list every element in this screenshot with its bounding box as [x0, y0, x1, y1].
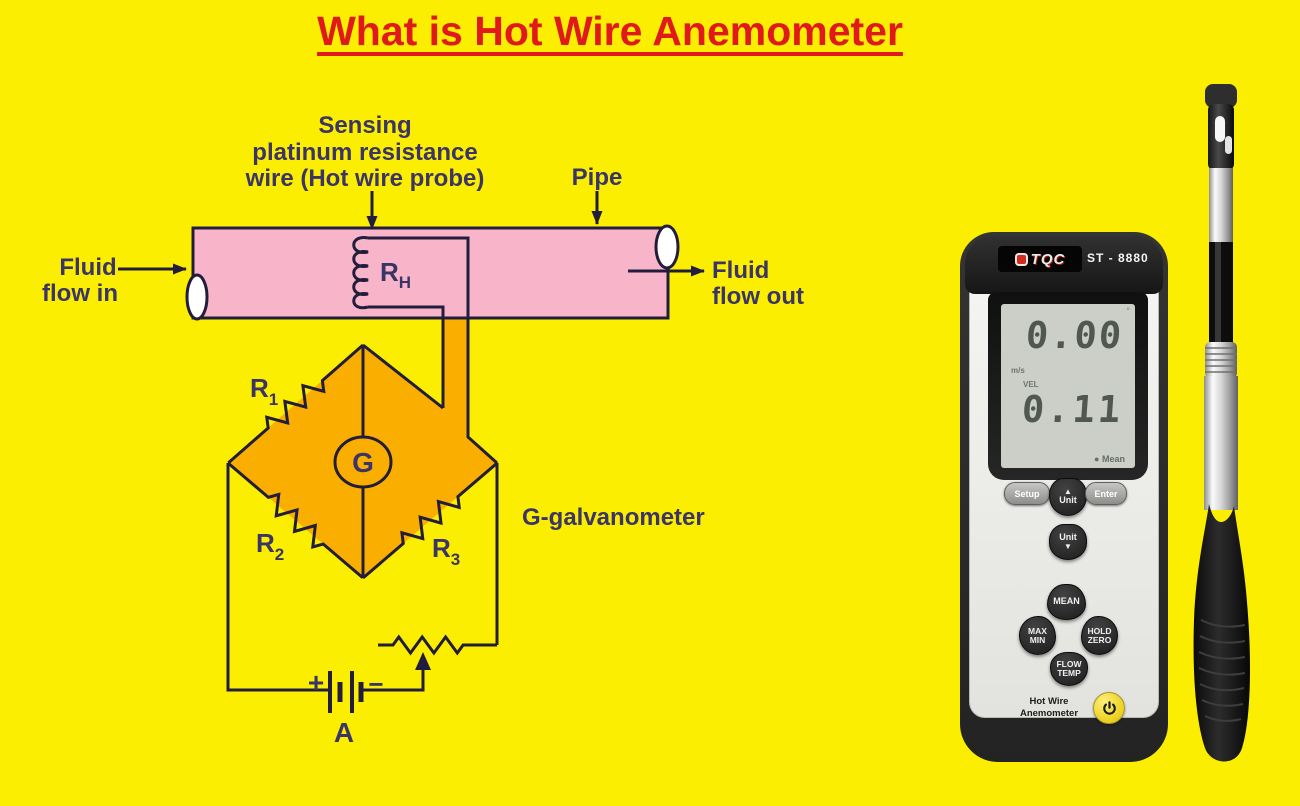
fluid-out-label-line1: Fluid [712, 257, 769, 284]
pipe-label: Pipe [572, 164, 623, 191]
lcd-bezel: ° 0.00 m/s VEL 0.11 ● Mean [988, 292, 1148, 480]
resistor-r3 [362, 461, 499, 580]
hot-wire-resistor-label: RH [380, 257, 411, 292]
probe-tip-cap [1205, 84, 1237, 108]
probe-sensor-window [1215, 116, 1225, 142]
setup-button: Setup [1004, 482, 1050, 505]
probe-black-highlight [1215, 242, 1221, 344]
lcd-secondary-value: 0.11 [1020, 388, 1125, 431]
anemometer-device: TQC ST - 8880 ° 0.00 m/s VEL 0.11 ● Mean… [960, 232, 1168, 762]
battery-plus-sign: + [308, 667, 324, 698]
wire-coil-top [368, 236, 499, 465]
lcd-degree-mark: ° [1126, 306, 1130, 316]
lcd-unit: m/s [1011, 366, 1025, 375]
wire-coil-bottom [368, 305, 445, 408]
galvanometer-symbol: G [352, 447, 374, 478]
rheostat-wiper-arrow [415, 652, 431, 670]
model-number: ST - 8880 [1087, 251, 1149, 265]
flow-temp-button: FLOW TEMP [1050, 652, 1088, 686]
resistor-r1 [227, 343, 364, 465]
sensing-label-line3: wire (Hot wire probe) [245, 165, 485, 192]
power-icon [1102, 700, 1116, 715]
up-arrow-icon: ▲ [1064, 487, 1072, 497]
lcd-primary-value: 0.00 [1024, 314, 1125, 357]
probe-sensor-window-2 [1225, 136, 1232, 154]
hot-wire-coil [352, 236, 369, 310]
mean-button: MEAN [1047, 584, 1086, 620]
rheostat [378, 634, 497, 670]
sensing-label-line1: Sensing [318, 112, 411, 139]
sensing-label-line2: platinum resistance [252, 139, 477, 166]
hold-zero-button: HOLD ZERO [1081, 616, 1118, 655]
unit-down-button: Unit ▼ [1049, 524, 1087, 560]
galvanometer-label: G-galvanometer [522, 504, 705, 531]
unit-up-button: ▲ Unit [1049, 478, 1087, 516]
probe-handle-ribs [1198, 619, 1246, 722]
power-button [1093, 692, 1125, 724]
galvanometer-circle [333, 435, 393, 489]
pipe [185, 224, 680, 321]
battery-symbol [328, 671, 364, 713]
enter-button: Enter [1085, 482, 1127, 505]
probe-ribbed-joint [1205, 342, 1237, 378]
wire-battery-to-wiper [363, 668, 425, 692]
fluid-in-label-line2: flow in [42, 280, 118, 307]
brand-logo-plate: TQC [998, 246, 1082, 272]
hot-wire-anemometer-circuit-diagram: G + − A Sensing platinum resistance wire… [42, 112, 804, 748]
down-arrow-icon: ▼ [1064, 541, 1072, 551]
resistor-r1-label: R1 [250, 373, 278, 409]
bridge-edge-top-right [362, 343, 444, 410]
lcd-secondary-label: VEL [1023, 380, 1039, 389]
hot-wire-probe [1193, 84, 1250, 762]
fluid-in-label-line1: Fluid [59, 254, 116, 281]
resistor-r2 [227, 461, 364, 579]
device-top-band: TQC ST - 8880 [965, 236, 1163, 294]
fluid-out-label-line2: flow out [712, 283, 804, 310]
battery-minus-sign: − [368, 669, 383, 699]
pipe-opening-right [654, 224, 680, 270]
device-label: Hot Wire Anemometer [1019, 696, 1079, 719]
battery-label: A [334, 717, 354, 748]
brand-name: TQC [1030, 250, 1066, 268]
probe-handle [1193, 504, 1250, 762]
lcd-mode-indicator: ● Mean [1094, 454, 1125, 464]
max-min-button: MAX MIN [1019, 616, 1056, 655]
brand-logo-icon [1014, 252, 1028, 266]
wire-left-loop [226, 463, 328, 692]
probe-tube-upper [1209, 168, 1233, 244]
resistor-r3-label: R3 [432, 533, 460, 569]
pipe-opening-left [185, 273, 209, 321]
page-title: What is Hot Wire Anemometer [317, 8, 903, 54]
probe-tube-lower [1204, 376, 1238, 510]
lcd-screen: ° 0.00 m/s VEL 0.11 ● Mean [1001, 304, 1135, 468]
resistor-r2-label: R2 [256, 528, 284, 564]
